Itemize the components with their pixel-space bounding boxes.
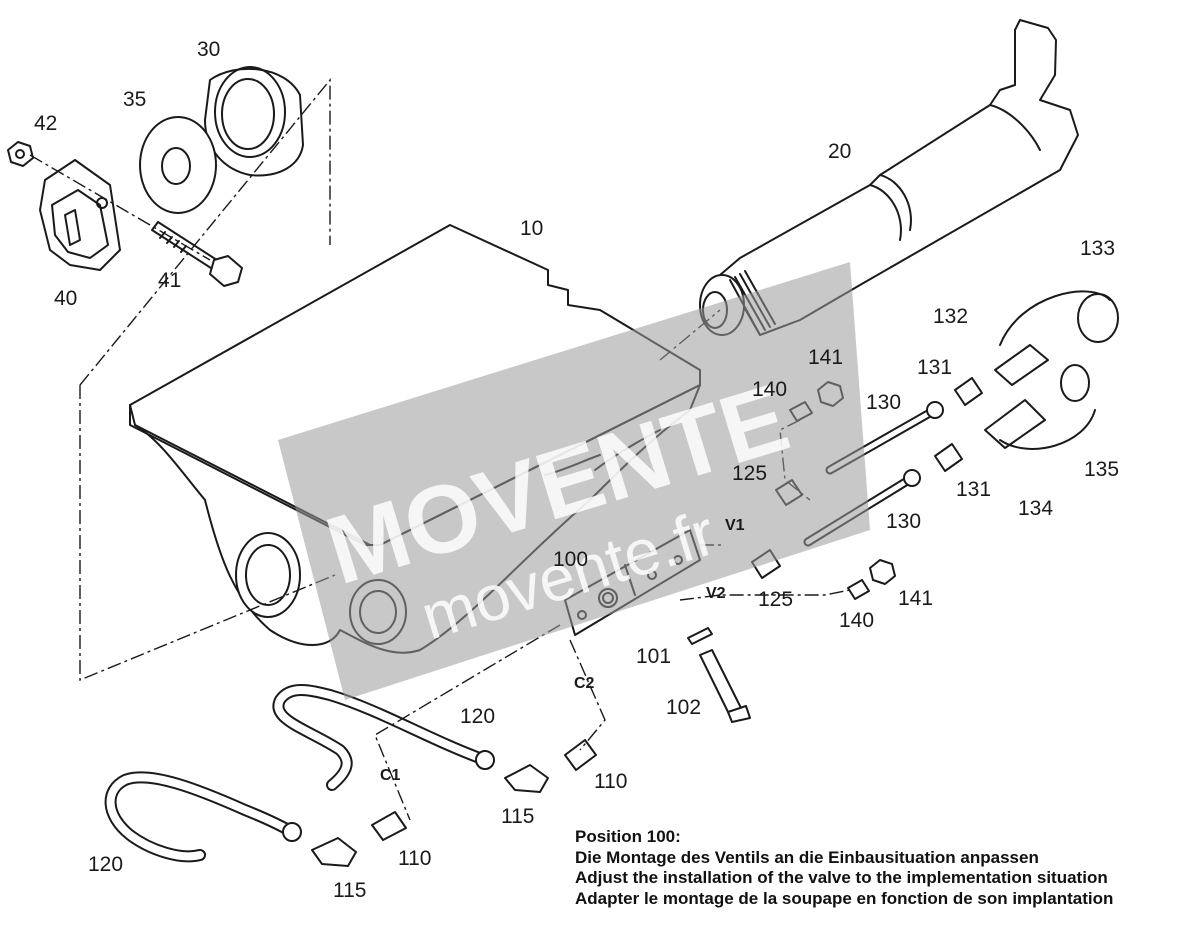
label-part-115-upper: 115	[501, 805, 534, 828]
label-part-141-lower: 141	[898, 587, 933, 610]
elbow-115-upper	[504, 764, 549, 793]
label-part-20: 20	[828, 140, 851, 163]
hose-120-upper	[272, 684, 495, 791]
hose-120-lower	[104, 771, 302, 863]
label-port-c1: C1	[380, 767, 401, 784]
label-port-c2: C2	[574, 675, 595, 692]
coupler-132	[994, 344, 1049, 386]
label-part-101: 101	[636, 645, 671, 668]
assembly-notes: Position 100: Die Montage des Ventils an…	[575, 827, 1200, 909]
plug-140-lower	[847, 579, 870, 600]
label-part-133: 133	[1080, 237, 1115, 260]
clamp-40	[39, 159, 121, 271]
pin-20	[699, 19, 1079, 336]
label-part-115-lower: 115	[333, 879, 366, 902]
label-part-132: 132	[933, 305, 968, 328]
bolt-102	[699, 649, 751, 723]
notes-line-de: Die Montage des Ventils an die Einbausit…	[575, 847, 1039, 867]
fitting-131-upper	[954, 377, 983, 406]
label-part-125-upper: 125	[732, 462, 767, 485]
notes-line-en: Adjust the installation of the valve to …	[575, 868, 1108, 887]
elbow-115-lower	[311, 837, 357, 867]
label-part-40: 40	[54, 287, 77, 310]
cap-135	[999, 364, 1096, 450]
label-part-141-upper: 141	[808, 346, 843, 369]
label-part-134: 134	[1018, 497, 1053, 520]
notes-heading: Position 100:	[575, 827, 681, 846]
cap-133	[999, 290, 1119, 346]
label-part-120-lower: 120	[88, 853, 123, 876]
nut-141-lower	[869, 559, 896, 585]
washer-35	[139, 116, 217, 214]
coupler-134	[984, 399, 1046, 449]
ring-30	[204, 66, 304, 177]
label-part-110-upper: 110	[594, 770, 627, 793]
label-part-100: 100	[553, 548, 588, 571]
fitting-110-lower	[371, 811, 407, 841]
fitting-131-lower	[934, 443, 963, 472]
label-part-131-lower: 131	[956, 478, 991, 501]
label-part-130-upper: 130	[866, 391, 901, 414]
label-part-30: 30	[197, 38, 220, 61]
label-part-10: 10	[520, 217, 543, 240]
label-part-125-lower: 125	[758, 588, 793, 611]
watermark: MOVENTE movente.fr	[278, 262, 870, 700]
label-part-131-upper: 131	[917, 356, 952, 379]
part-labels: 10 20 30 35 40 41 42 100 101 102 110 110…	[34, 38, 1119, 902]
label-part-130-lower: 130	[886, 510, 921, 533]
port-labels: V1 V2 C1 C2	[380, 517, 745, 784]
fitting-110-upper	[564, 739, 597, 771]
label-part-135: 135	[1084, 458, 1119, 481]
label-part-140-lower: 140	[839, 609, 874, 632]
label-part-41: 41	[158, 269, 181, 292]
label-part-35: 35	[123, 88, 146, 111]
label-port-v2: V2	[706, 585, 726, 602]
nut-42	[7, 141, 34, 167]
notes-line-fr: Adapter le montage de la soupape en fonc…	[575, 888, 1114, 908]
label-part-102: 102	[666, 696, 701, 719]
label-part-110-lower: 110	[398, 847, 431, 870]
pin-101	[687, 627, 713, 645]
label-part-140-upper: 140	[752, 378, 787, 401]
label-part-120-upper: 120	[460, 705, 495, 728]
label-port-v1: V1	[725, 517, 745, 534]
label-part-42: 42	[34, 112, 57, 135]
